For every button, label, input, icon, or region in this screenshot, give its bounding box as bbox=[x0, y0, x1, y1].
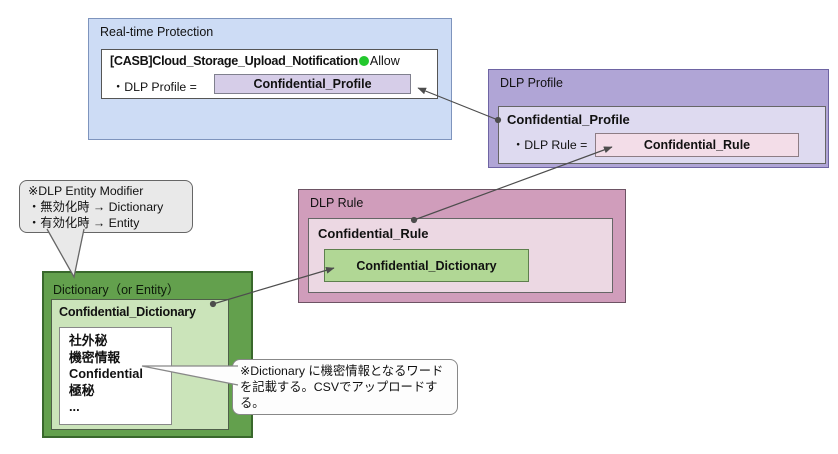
dlp-rule-value-chip: Confidential_Rule bbox=[595, 133, 799, 157]
callout-entity-modifier-tail bbox=[46, 228, 85, 279]
dlp-rule-title: DLP Rule bbox=[310, 196, 364, 210]
callout-dictionary-note: ※Dictionary に機密情報となるワードを記載する。CSVでアップロードす… bbox=[232, 359, 458, 415]
dictionary-word-list: 社外秘 機密情報 Confidential 極秘 ... bbox=[59, 327, 172, 425]
dictionary-name: Confidential_Dictionary bbox=[59, 305, 196, 319]
dlp-rule-card: Confidential_Rule Confidential_Dictionar… bbox=[308, 218, 613, 293]
word-item: 機密情報 bbox=[69, 349, 121, 365]
dlp-profile-card: Confidential_Profile ・DLP Rule = Confide… bbox=[498, 106, 826, 164]
dictionary-value-chip: Confidential_Dictionary bbox=[324, 249, 529, 282]
dictionary-card: Confidential_Dictionary 社外秘 機密情報 Confide… bbox=[51, 299, 229, 430]
callout-entity-modifier-line: ・無効化時 → Dictionary bbox=[28, 200, 164, 214]
realtime-protection-box: Real-time Protection [CASB]Cloud_Storage… bbox=[88, 18, 452, 140]
dlp-profile-field-label: ・DLP Profile = bbox=[112, 80, 197, 94]
realtime-protection-title: Real-time Protection bbox=[100, 25, 214, 39]
policy-name: [CASB]Cloud_Storage_Upload_Notification bbox=[110, 54, 358, 68]
callout-dictionary-note-text: ※Dictionary に機密情報となるワードを記載する。CSVでアップロードす… bbox=[240, 364, 444, 410]
dlp-profile-value-chip: Confidential_Profile bbox=[214, 74, 411, 94]
callout-entity-modifier-line: ※DLP Entity Modifier bbox=[28, 184, 144, 198]
status-dot-icon bbox=[358, 56, 369, 66]
policy-row: [CASB]Cloud_Storage_Upload_Notification … bbox=[110, 54, 400, 68]
word-item: Confidential bbox=[69, 366, 143, 381]
callout-entity-modifier: ※DLP Entity Modifier ・無効化時 → Dictionary … bbox=[19, 180, 193, 233]
dictionary-box: Dictionary（or Entity） Confidential_Dicti… bbox=[42, 271, 253, 438]
word-item: ... bbox=[69, 399, 80, 414]
dictionary-title: Dictionary（or Entity） bbox=[53, 283, 180, 297]
policy-action-label: Allow bbox=[369, 54, 400, 68]
word-item: 社外秘 bbox=[69, 333, 108, 348]
dlp-rule-box: DLP Rule Confidential_Rule Confidential_… bbox=[298, 189, 626, 303]
policy-card: [CASB]Cloud_Storage_Upload_Notification … bbox=[101, 49, 438, 99]
dlp-profile-name: Confidential_Profile bbox=[507, 112, 630, 127]
callout-entity-modifier-line: ・有効化時 → Entity bbox=[28, 216, 140, 230]
dlp-rule-field-label: ・DLP Rule = bbox=[512, 138, 588, 152]
word-item: 極秘 bbox=[69, 382, 95, 398]
dlp-profile-box: DLP Profile Confidential_Profile ・DLP Ru… bbox=[488, 69, 829, 168]
dlp-profile-title: DLP Profile bbox=[500, 76, 563, 90]
dlp-rule-name: Confidential_Rule bbox=[318, 226, 429, 241]
